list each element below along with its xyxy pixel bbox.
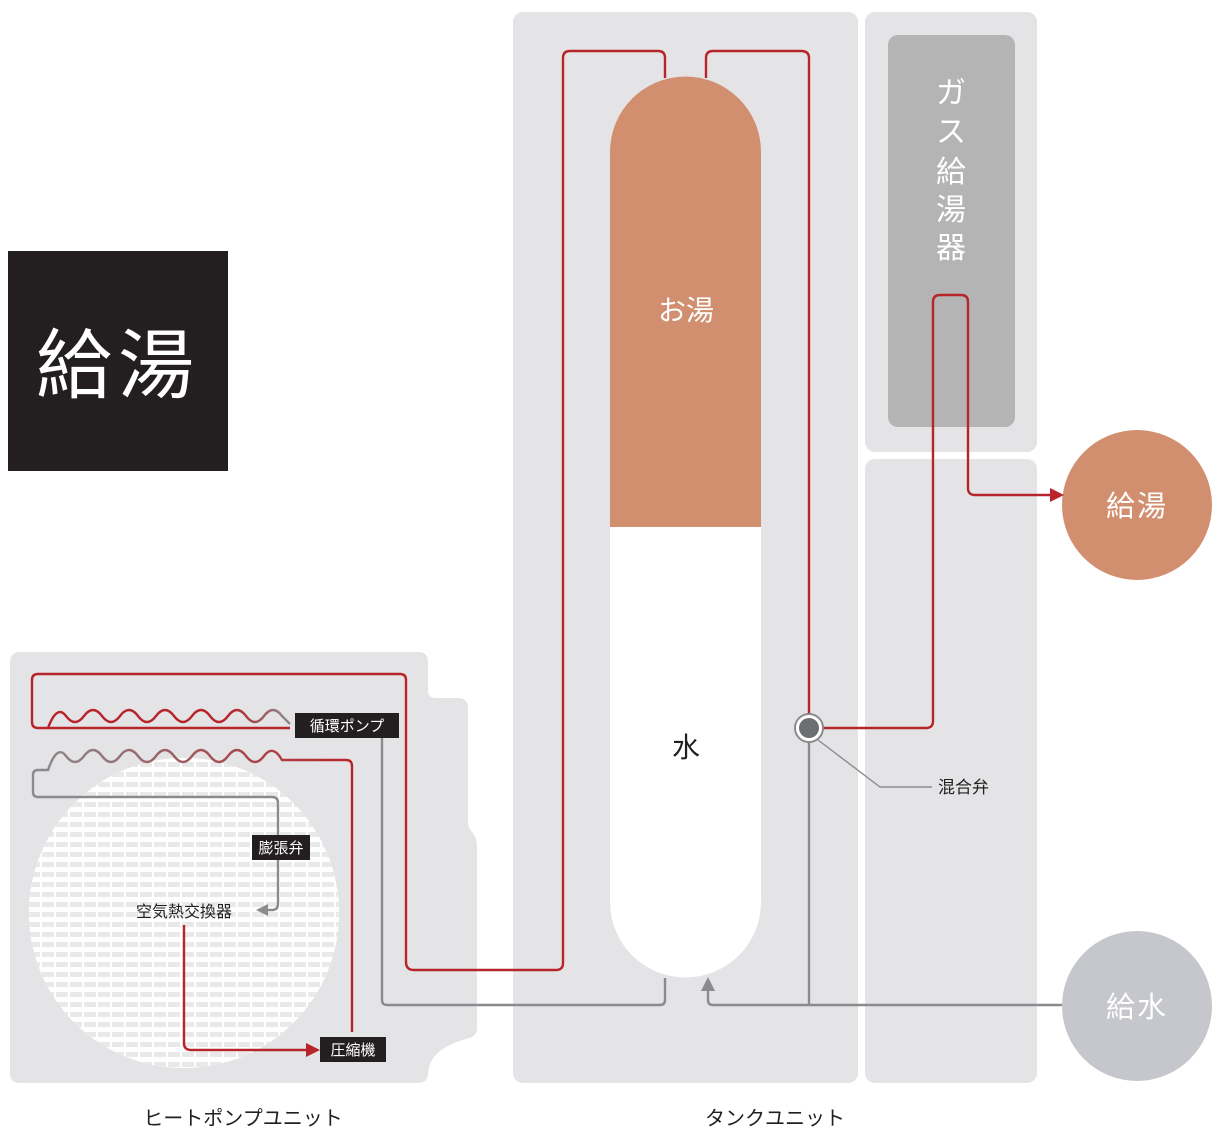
mixed-hot-pipe	[822, 293, 1052, 730]
cold-pipes	[31, 735, 1062, 1007]
tank-hot-section	[610, 76, 761, 528]
gas-heater-box	[888, 35, 1015, 427]
hot-supply-arrow	[1050, 488, 1064, 502]
title-box	[8, 251, 228, 471]
refrigerant-loop-pipe	[31, 768, 280, 912]
leader-line	[817, 739, 932, 788]
mixing-valve-icon	[794, 713, 824, 743]
tank-to-pump-pipe	[380, 735, 667, 1007]
gas-heater-char: 給	[936, 155, 966, 190]
mixing-section-panel	[865, 459, 1037, 1083]
exchanger-label: 空気熱交換器	[136, 902, 232, 921]
pump-label-box	[295, 713, 399, 738]
gas-heater-char: 器	[936, 231, 966, 266]
water-supply-circle	[1062, 931, 1212, 1081]
compressor-label: 圧縮機	[330, 1041, 375, 1059]
water-inlet-pipe	[706, 988, 1062, 1007]
tank-top-outlet-pipe	[704, 49, 811, 715]
tank-unit-caption: タンクユニット	[705, 1106, 845, 1130]
gas-heater-label: ガ ス 給 湯 器	[936, 76, 966, 266]
valve-label-box	[252, 835, 310, 860]
heat-pump-caption: ヒートポンプユニット	[143, 1106, 342, 1130]
hot-supply-circle	[1062, 430, 1212, 580]
gas-heater-char: ス	[936, 115, 966, 150]
hot-pipes	[30, 49, 1052, 1052]
exchanger-to-compressor-pipe	[182, 925, 309, 1052]
gas-heater-char: 湯	[936, 193, 966, 228]
hot-water-label: お湯	[658, 294, 714, 327]
water-supply-label: 給水	[1106, 990, 1168, 1024]
mixing-valve-label: 混合弁	[938, 778, 989, 798]
title-text: 給湯	[36, 321, 200, 410]
compressor-label-box	[320, 1037, 386, 1062]
pump-label: 循環ポンプ	[310, 717, 385, 735]
expansion-arrow	[256, 904, 268, 916]
water-coil	[46, 708, 291, 729]
refrigerant-coil	[38, 748, 354, 836]
water-loop-pipe	[30, 49, 667, 972]
compressor-arrow	[306, 1043, 320, 1057]
water-inlet-arrow	[701, 977, 715, 991]
hot-supply-label: 給湯	[1106, 489, 1168, 523]
gas-heater-char: ガ	[936, 76, 966, 111]
cold-water-label: 水	[672, 731, 700, 764]
tank-cold-section	[610, 527, 761, 978]
valve-label: 膨張弁	[258, 839, 303, 857]
